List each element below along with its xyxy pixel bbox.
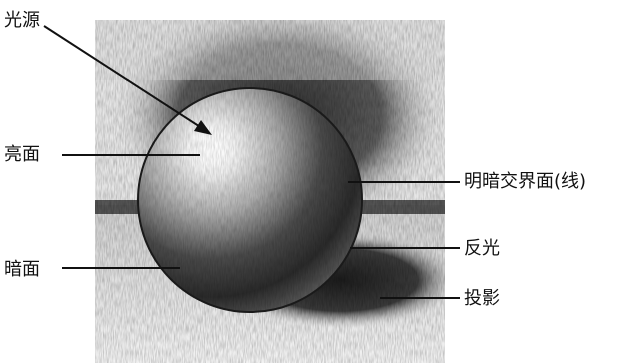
- label-terminator: 明暗交界面(线): [464, 171, 586, 193]
- label-highlight: 亮面: [4, 144, 40, 166]
- label-cast-shadow: 投影: [464, 288, 500, 310]
- label-reflected-light: 反光: [464, 238, 500, 260]
- label-light-source: 光源: [4, 10, 40, 32]
- label-shadow-side: 暗面: [4, 259, 40, 281]
- sphere: [138, 88, 362, 312]
